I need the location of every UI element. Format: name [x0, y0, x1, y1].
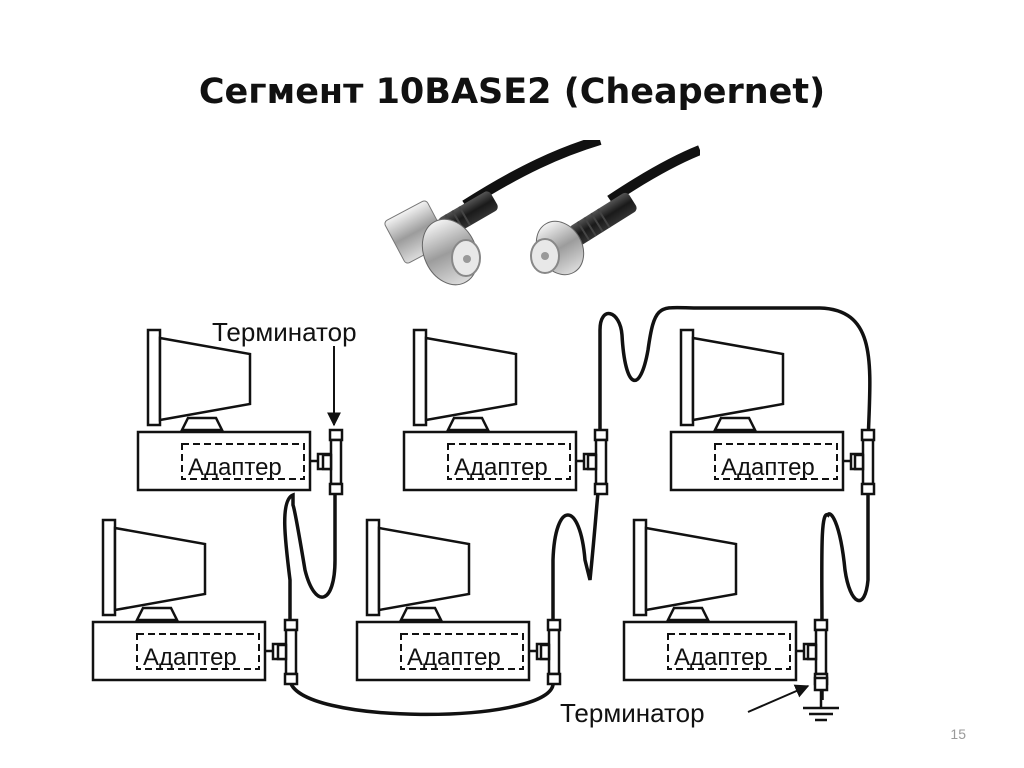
right-cable: [607, 145, 700, 205]
adapter-label-2: Адаптер: [454, 454, 548, 481]
ground-icon: [803, 706, 839, 722]
page-number: 15: [950, 726, 966, 742]
adapter-label-4: Адаптер: [143, 644, 237, 671]
adapter-label-1: Адаптер: [188, 454, 282, 481]
terminator-label-top: Терминатор: [212, 317, 357, 347]
t-connector-5: [539, 618, 562, 686]
adapter-label-5: Адаптер: [407, 644, 501, 671]
t-connector-4: [276, 618, 299, 686]
adapter-label-6: Адаптер: [674, 644, 768, 671]
bnc-connectors-photo: [384, 140, 700, 286]
adapter-label-3: Адаптер: [721, 454, 815, 481]
t-connector-3: [853, 428, 876, 496]
terminator-arrow-bottom: [747, 684, 810, 713]
right-connector-boot: [569, 192, 637, 245]
slide-title: Сегмент 10BASE2 (Cheapernet): [198, 72, 826, 112]
coax-cable: [283, 305, 872, 717]
bottom-terminator-cap: [813, 676, 829, 692]
terminator-label-bottom: Терминатор: [560, 698, 705, 728]
t-connector-2: [586, 428, 609, 496]
t-connector-1: [321, 428, 344, 496]
t-connector-6: [806, 618, 829, 686]
